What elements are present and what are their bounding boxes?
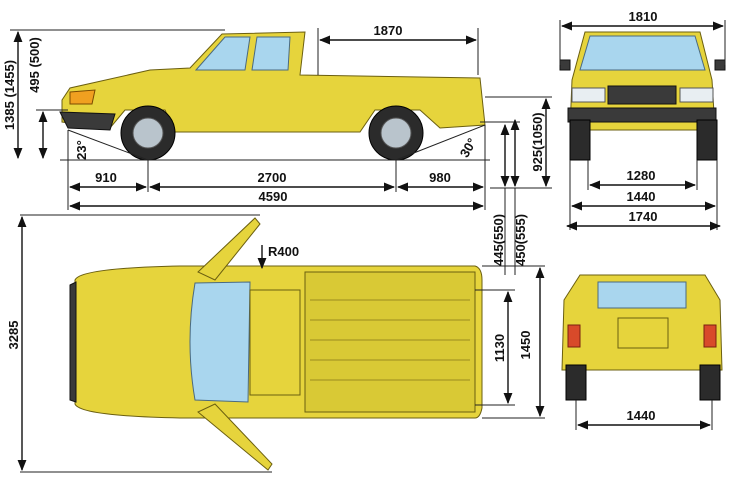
- front-view: 1810 1280 1440 1740: [559, 9, 726, 231]
- side-body: [61, 31, 486, 133]
- overall-length-label: 4590: [259, 189, 288, 204]
- front-rim: [132, 117, 164, 149]
- rear-light-left: [567, 324, 581, 348]
- front-overhang-label: 910: [95, 170, 117, 185]
- top-right-door-open: [197, 403, 273, 471]
- side-windshield: [194, 36, 251, 71]
- front-bumper-front-view: [567, 107, 717, 123]
- front-height-label: 495 (500): [27, 37, 42, 93]
- track-inner-label: 1280: [627, 168, 656, 183]
- side-view: 1385 (1455) 495 (500) 23° 1870 910 2700 …: [2, 23, 552, 275]
- door-radius-label: R400: [268, 244, 299, 259]
- rear-right-tire: [699, 364, 721, 401]
- side-window: [251, 36, 291, 71]
- top-front-bumper: [69, 281, 77, 403]
- approach-line: [67, 129, 149, 161]
- bed-outer-width-label: 1450: [518, 331, 533, 360]
- departure-angle-label: 30°: [457, 135, 480, 160]
- front-headlight-left: [571, 87, 606, 103]
- top-roof: [249, 289, 301, 396]
- top-left-door-open: [197, 217, 261, 281]
- front-left-tire: [569, 119, 591, 161]
- bed-ribs: [310, 299, 470, 381]
- top-bed: [304, 271, 476, 413]
- side-headlight: [69, 89, 96, 105]
- rear-rim: [380, 117, 412, 149]
- rear-height-1-label: 445(550): [491, 214, 506, 266]
- rear-overhang-label: 980: [429, 170, 451, 185]
- right-mirror: [714, 59, 726, 71]
- overall-height-label: 1385 (1455): [2, 60, 17, 130]
- track-label: 1440: [627, 189, 656, 204]
- overall-width-label: 1740: [629, 209, 658, 224]
- bed-inner-width-label: 1130: [492, 334, 507, 362]
- rear-height-2-label: 450(555): [513, 214, 528, 266]
- approach-angle-label: 23°: [74, 140, 89, 160]
- rear-light-right: [703, 324, 717, 348]
- departure-line: [395, 124, 486, 161]
- license-plate-area: [617, 317, 669, 349]
- rear-view: 1440: [561, 274, 723, 430]
- bed-length-label: 1870: [374, 23, 403, 38]
- front-headlight-right: [679, 87, 714, 103]
- top-windshield: [189, 281, 251, 403]
- front-right-tire: [696, 119, 718, 161]
- front-bumper: [59, 111, 116, 131]
- tailgate-height-label: 925(1050): [530, 112, 545, 171]
- door-span-label: 3285: [6, 321, 21, 350]
- mirror-width-label: 1810: [629, 9, 658, 24]
- front-windshield: [579, 35, 706, 71]
- rear-window: [597, 281, 687, 309]
- wheelbase-label: 2700: [258, 170, 287, 185]
- rear-track-label: 1440: [627, 408, 656, 423]
- rear-left-tire: [565, 364, 587, 401]
- front-grille: [607, 85, 677, 105]
- left-mirror: [559, 59, 571, 71]
- top-view: 3285 R400 1130 1450: [6, 214, 545, 473]
